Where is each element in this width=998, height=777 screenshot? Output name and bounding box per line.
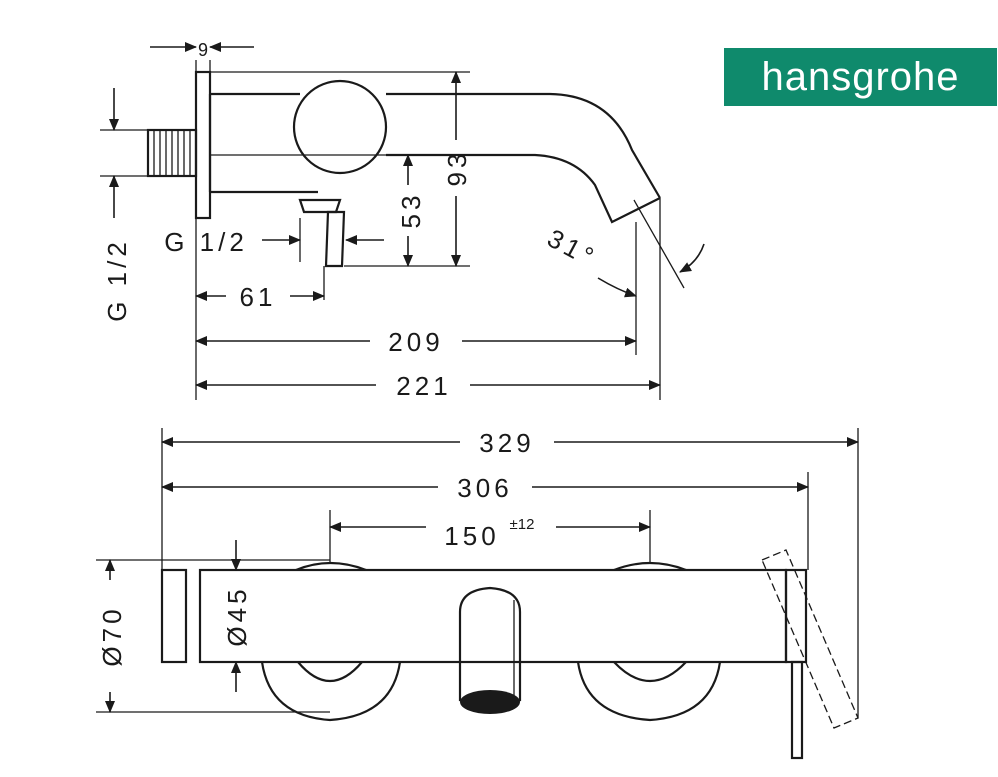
inlet-left-ring-outer	[260, 661, 402, 722]
front-view: 329 306 150 ±12 Ø45 Ø70	[96, 428, 859, 760]
brand-name: hansgrohe	[761, 54, 960, 99]
dim-9-label: 9	[198, 40, 208, 60]
dim-221-label: 221	[396, 371, 451, 401]
dim-53-label: 53	[396, 192, 426, 229]
dim-93-label: 93	[442, 150, 472, 187]
thread-lines	[153, 130, 191, 176]
lever-front	[790, 660, 804, 760]
dim-g12-h-label: G 1/2	[164, 227, 248, 257]
mixer-body	[208, 92, 318, 194]
spout-bottom	[386, 153, 661, 224]
inlet-right-ring-outer	[576, 661, 722, 722]
angle-arrow-right	[679, 243, 705, 273]
dim-70-label: Ø70	[97, 605, 127, 666]
angle-label: 31°	[543, 223, 602, 274]
dim-306-label: 306	[457, 473, 512, 503]
end-cap-left	[160, 568, 188, 664]
dim-g12-v-label: G 1/2	[102, 238, 132, 322]
lever-swing-dashed	[761, 549, 859, 729]
lever-handle	[324, 210, 346, 268]
lever-base	[298, 198, 342, 214]
spout-front	[458, 586, 522, 702]
hansgrohe-logo: hansgrohe	[724, 48, 997, 106]
mixer-bar	[198, 568, 788, 664]
side-view: 9 93 53 G 1/2 G 1/2 61 209 221 31°	[100, 40, 705, 401]
inlet-right-ring-inner	[613, 661, 687, 683]
spout-outlet	[460, 690, 520, 714]
end-cap-right	[784, 568, 808, 664]
wall-plate	[194, 70, 212, 220]
dim-45-label: Ø45	[222, 585, 252, 646]
dim-329-label: 329	[479, 428, 534, 458]
handle-knob	[292, 79, 388, 175]
inlet-left-ring-inner	[297, 661, 363, 683]
angle-arrow-left	[597, 277, 637, 298]
dim-209-label: 209	[388, 327, 443, 357]
dim-61-label: 61	[240, 282, 277, 312]
dim-150-label: 150	[444, 521, 499, 551]
dim-150-tolerance: ±12	[510, 516, 535, 533]
spout-top	[386, 92, 661, 199]
